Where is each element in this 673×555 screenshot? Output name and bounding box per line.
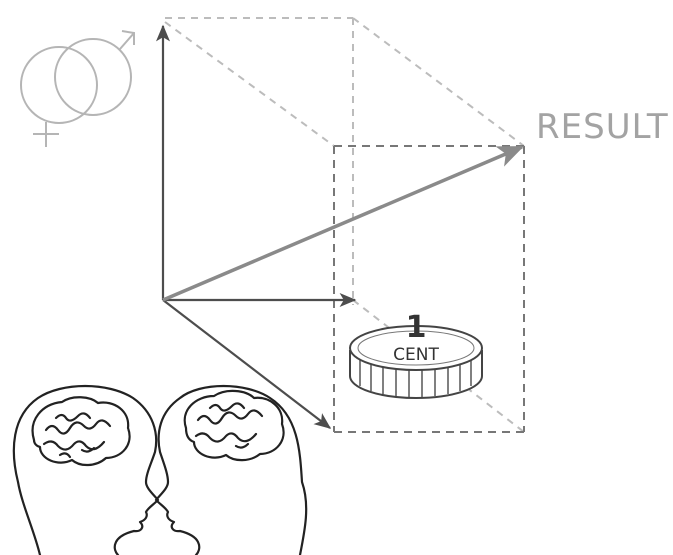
result-arrow: [162, 145, 525, 302]
coin-value: 1: [406, 310, 427, 345]
heads-facing-icon: [12, 384, 308, 555]
dashed-box-front: [333, 145, 525, 433]
left-brain: [31, 396, 131, 467]
axis-vectors: [156, 24, 357, 429]
result-label: RESULT: [536, 107, 669, 147]
gender-symbols-icon: [20, 30, 135, 147]
coin-unit: CENT: [393, 345, 439, 365]
right-brain: [183, 389, 285, 462]
coin-icon: 1 CENT: [349, 310, 483, 399]
diagonal-axis-arrow: [162, 299, 332, 429]
